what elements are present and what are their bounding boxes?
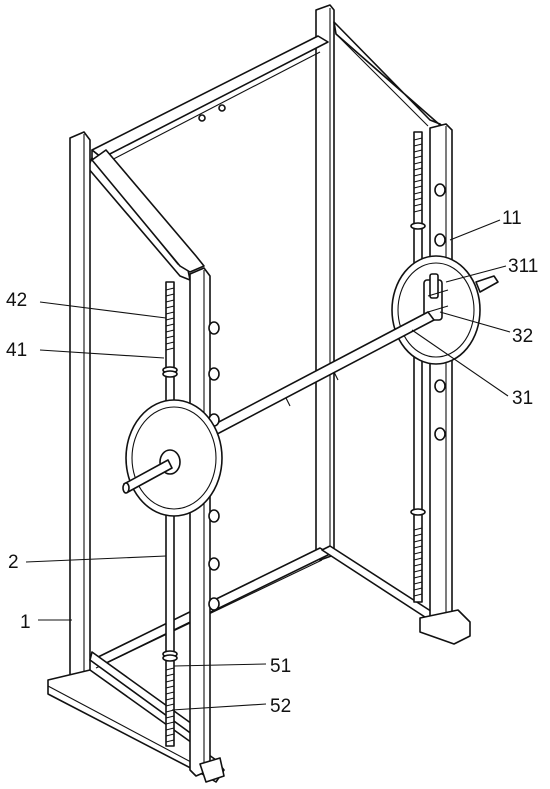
- label-311: 311: [508, 256, 538, 277]
- right-threaded-rod: [410, 131, 426, 603]
- leader-lines: [25, 219, 511, 711]
- reference-labels: 11 311 32 31 42 41 2 1 51 52: [6, 208, 538, 717]
- label-51: 51: [270, 656, 291, 677]
- label-1: 1: [20, 612, 31, 633]
- label-52: 52: [270, 696, 291, 717]
- label-41: 41: [6, 340, 27, 361]
- front-left-frame: [47, 131, 225, 783]
- hole-column-right: [434, 183, 446, 441]
- label-31: 31: [512, 388, 533, 409]
- label-32: 32: [512, 326, 533, 347]
- label-2: 2: [8, 552, 19, 573]
- front-right-upright: [419, 123, 471, 645]
- label-11: 11: [502, 208, 522, 229]
- barbell-hook-assembly: [423, 273, 449, 321]
- left-weight-plate: [122, 399, 223, 517]
- label-42: 42: [6, 290, 27, 311]
- barbell: [195, 311, 435, 443]
- hole-column-left: [208, 321, 220, 611]
